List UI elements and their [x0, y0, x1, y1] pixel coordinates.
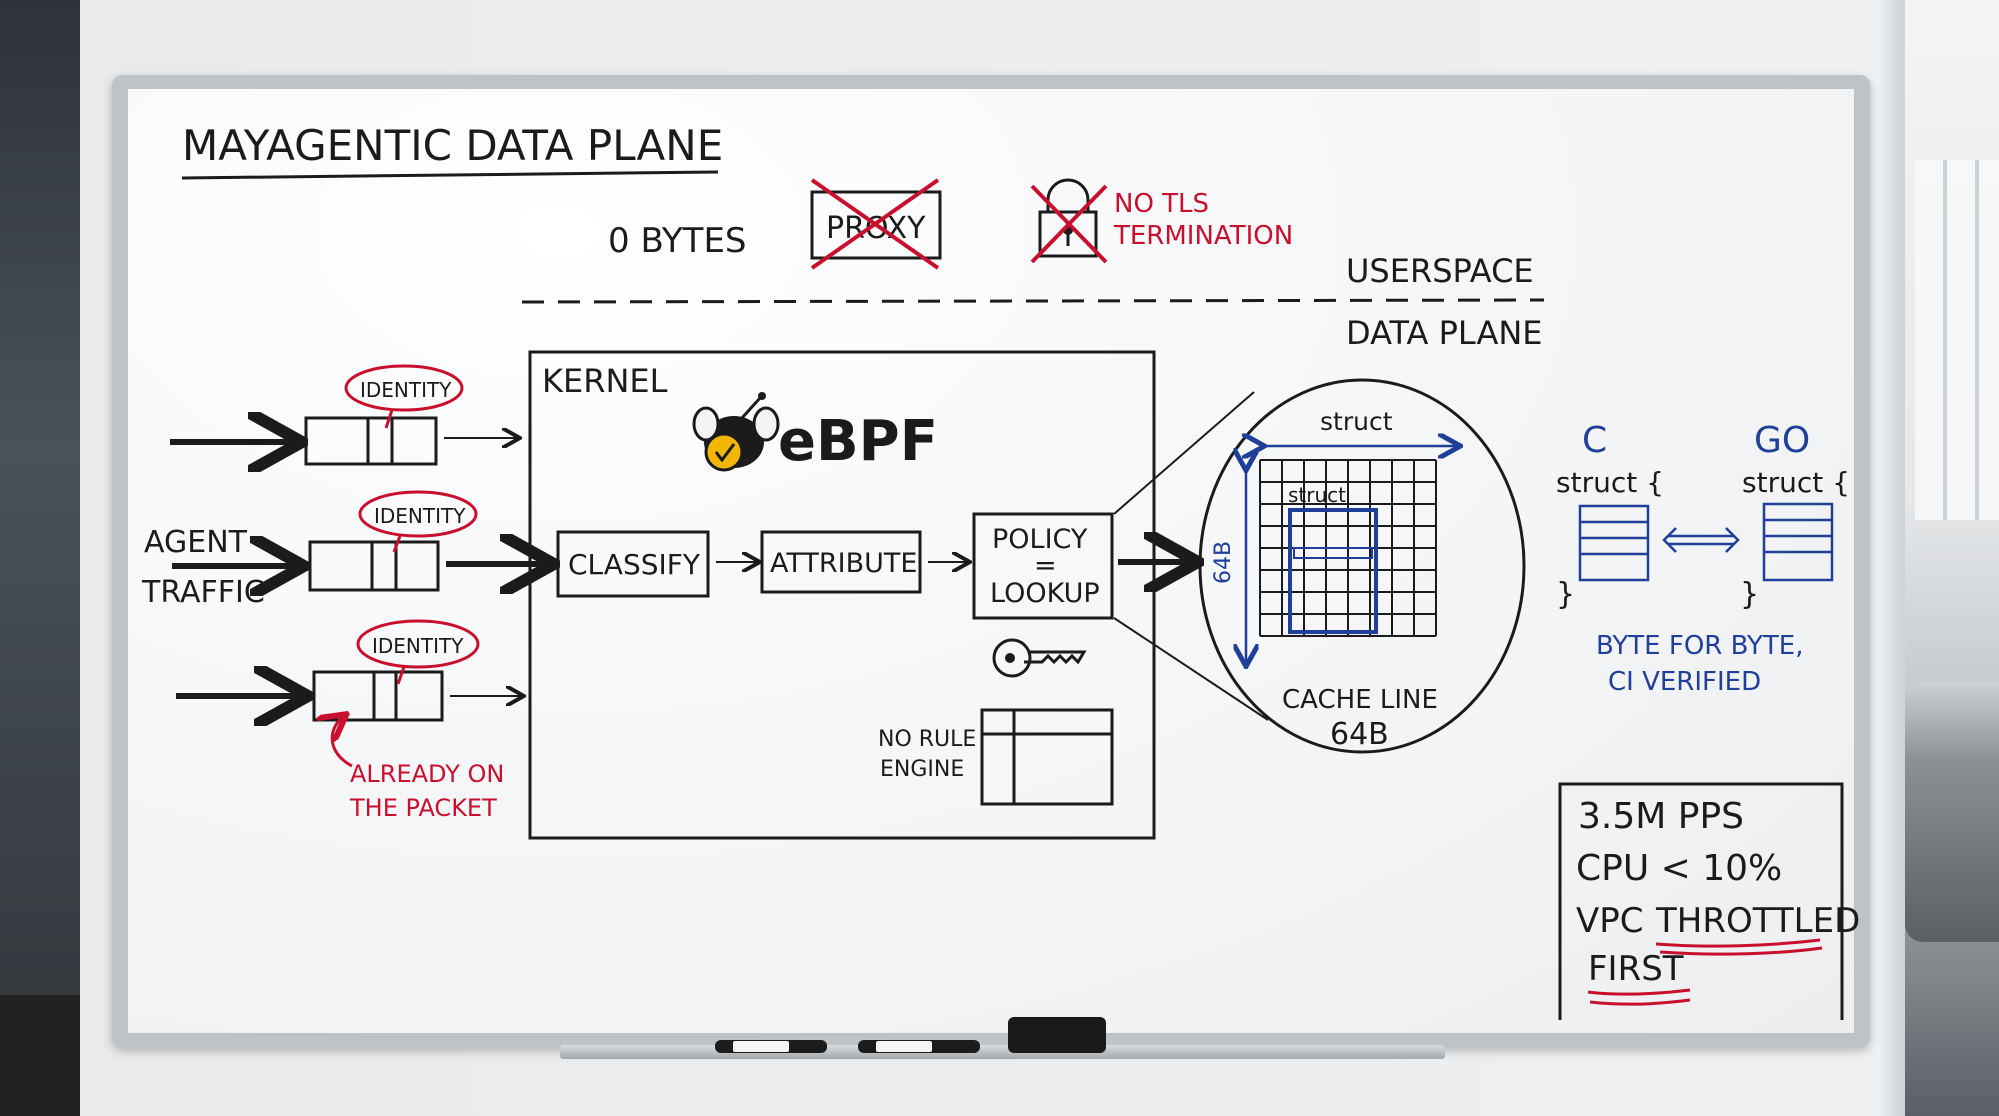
no-rule-line1: NO RULE — [878, 727, 976, 752]
identity-label-1: IDENTITY — [360, 378, 452, 402]
floor-shadow — [0, 995, 80, 1116]
go-struct-open: struct { — [1742, 466, 1850, 499]
userspace-label: USERSPACE — [1346, 252, 1534, 290]
stat-cpu: CPU < 10% — [1576, 848, 1782, 889]
already-line1: ALREADY ON — [350, 760, 504, 788]
byte-for-byte: BYTE FOR BYTE, — [1596, 631, 1804, 661]
userspace-divider — [521, 298, 1545, 304]
throttled-underline — [1655, 938, 1823, 956]
marker-black-1[interactable] — [715, 1040, 827, 1053]
go-brace-close: } — [1740, 577, 1759, 612]
attribute-label: ATTRIBUTE — [770, 548, 917, 579]
stat-vpc-throttled: THROTTLED — [1655, 901, 1860, 941]
board-title: MAYAGENTIC DATA PLANE — [182, 121, 723, 170]
first-underline — [1587, 988, 1691, 1006]
ebpf-bee-icon — [692, 392, 780, 472]
cache-zoom-circle — [1198, 378, 1526, 754]
whiteboard-surface — [128, 89, 1854, 1033]
no-tls-line2: TERMINATION — [1113, 221, 1293, 251]
policy-line2: = — [1034, 550, 1057, 581]
proxy-box — [810, 190, 942, 260]
kernel-label: KERNEL — [542, 362, 668, 400]
zoom-line-bottom — [1113, 617, 1269, 721]
side-64b-label: 64B — [1211, 541, 1236, 584]
ci-verified: CI VERIFIED — [1608, 667, 1761, 697]
identity-label-2: IDENTITY — [374, 504, 466, 528]
board-eraser[interactable] — [1008, 1017, 1106, 1053]
no-tls-line1: NO TLS — [1114, 189, 1209, 219]
go-struct-fields — [1762, 502, 1834, 582]
marker-black-2[interactable] — [858, 1040, 980, 1053]
packet-row-3 — [176, 619, 522, 768]
data-plane-label: DATA PLANE — [1346, 314, 1543, 352]
c-brace-close: } — [1556, 577, 1575, 612]
cache-line-label: CACHE LINE — [1282, 685, 1438, 715]
inner-struct-field — [1293, 547, 1373, 559]
ebpf-logo-text: eBPF — [778, 409, 938, 474]
lock-icon — [1038, 178, 1098, 258]
key-icon — [992, 638, 1087, 678]
go-label: GO — [1754, 420, 1810, 461]
title-underline — [181, 170, 719, 180]
c-label: C — [1582, 420, 1607, 461]
stat-pps: 3.5M PPS — [1578, 796, 1744, 837]
room-wall-left — [0, 0, 80, 1116]
c-struct-fields — [1578, 504, 1650, 582]
rule-table-icon — [980, 708, 1114, 806]
zero-bytes-label: 0 BYTES — [608, 221, 747, 261]
packet-row-2 — [172, 490, 548, 590]
policy-line3: LOOKUP — [990, 578, 1100, 609]
lock-cross-2 — [1030, 184, 1108, 264]
classify-box — [556, 530, 710, 598]
proxy-cross-2 — [810, 178, 940, 270]
proxy-label: PROXY — [826, 211, 926, 246]
traffic-label: TRAFFIC — [141, 575, 265, 610]
stat-vpc-prefix: VPC — [1576, 901, 1644, 941]
already-line2: THE PACKET — [349, 794, 497, 822]
stat-first: FIRST — [1588, 949, 1684, 989]
struct-inner-label: struct — [1288, 483, 1346, 507]
policy-line1: POLICY — [992, 524, 1088, 555]
stats-box — [1558, 782, 1844, 1020]
attribute-box — [760, 530, 922, 594]
c-struct-open: struct { — [1556, 466, 1664, 499]
inner-struct-box — [1288, 508, 1378, 634]
agent-label: AGENT — [144, 525, 248, 560]
zoom-line-top — [1113, 391, 1255, 515]
cache-64b-label: 64B — [1330, 717, 1389, 752]
packet-row-1 — [170, 364, 518, 464]
bidirectional-arrow-icon — [1662, 527, 1740, 553]
no-rule-line2: ENGINE — [880, 757, 964, 782]
struct-outer-label: struct — [1320, 407, 1393, 436]
window-blinds — [1915, 160, 1999, 520]
policy-box — [972, 512, 1114, 620]
classify-label: CLASSIFY — [568, 548, 701, 581]
kernel-box — [528, 350, 1156, 840]
identity-label-3: IDENTITY — [372, 634, 464, 658]
office-chair — [1905, 682, 1999, 942]
